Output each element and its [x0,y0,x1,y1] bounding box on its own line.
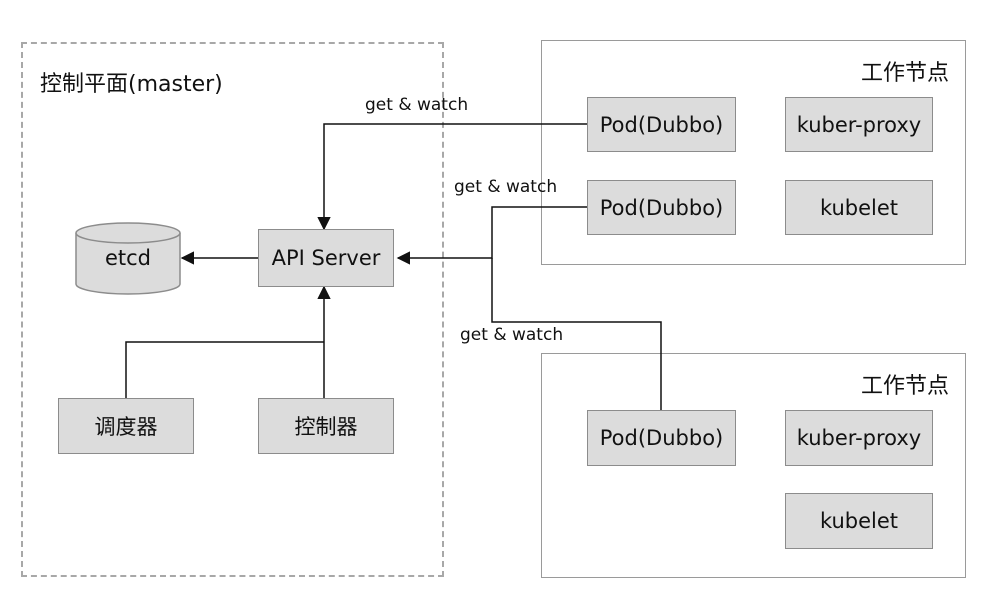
edge-label: get & watch [365,95,469,115]
kuber-proxy-box[interactable]: kuber-proxy [785,410,933,466]
pod-dubbo-box[interactable]: Pod(Dubbo) [587,97,736,152]
etcd-cylinder [75,222,181,295]
kubelet-box[interactable]: kubelet [785,493,933,549]
edge-label: get & watch [460,325,564,345]
control-plane-container [21,42,444,577]
edge-pod1-to-api [317,123,587,231]
controller-box[interactable]: 控制器 [258,398,394,454]
scheduler-box[interactable]: 调度器 [58,398,194,454]
pod-dubbo-box[interactable]: Pod(Dubbo) [587,180,736,235]
kubelet-box[interactable]: kubelet [785,180,933,235]
kuber-proxy-box[interactable]: kuber-proxy [785,97,933,152]
control-plane-title: 控制平面(master) [40,72,223,97]
api-server-box[interactable]: API Server [258,229,394,287]
edge-label: get & watch [454,177,558,197]
pod-dubbo-box[interactable]: Pod(Dubbo) [587,410,736,466]
worker-node-1-title: 工作节点 [861,61,950,86]
edge-scheduler-to-api [125,341,324,398]
edge-pod2-to-api [396,206,587,265]
edge-pod3-to-api [491,258,662,410]
worker-node-2-title: 工作节点 [861,374,950,399]
etcd-label: etcd [104,246,152,270]
